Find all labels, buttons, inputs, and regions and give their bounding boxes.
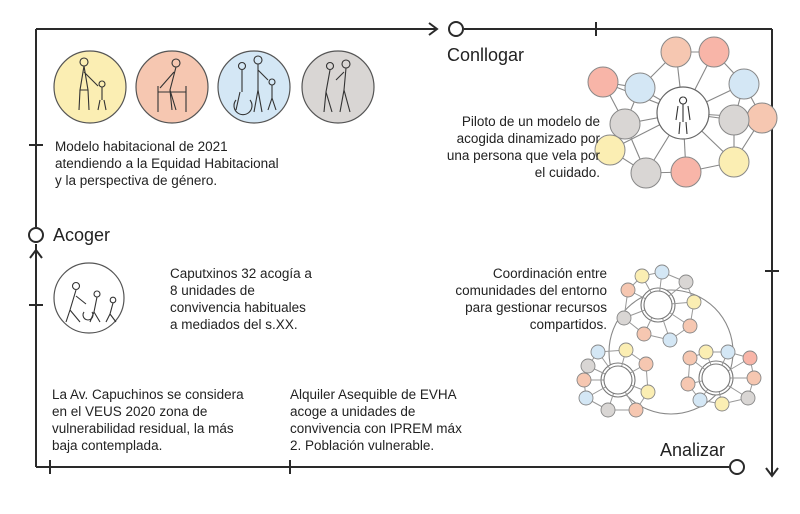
alquiler-text: Alquiler Asequible de EVHA acoge a unida… (290, 387, 462, 453)
mother-child-figure-icon (53, 50, 127, 124)
network-node (594, 134, 626, 166)
network-node (628, 402, 644, 418)
coordinacion-text: Coordinación entre comunidades del entor… (455, 266, 607, 332)
network-node (680, 376, 696, 392)
conllogar-label: Conllogar (447, 45, 525, 65)
family-wheelchair-figure-icon (217, 50, 291, 124)
network-node (682, 318, 698, 334)
family-group-figure-icon (53, 262, 125, 334)
network-node (576, 372, 592, 388)
network-node (740, 390, 756, 406)
modelo-text: Modelo habitacional de 2021 atendiendo a… (55, 139, 279, 188)
network-node (698, 344, 714, 360)
network-node (714, 396, 730, 412)
right-arrow-head (765, 467, 779, 478)
network-node (618, 342, 634, 358)
network-node (630, 157, 662, 189)
community-network-diagram (576, 264, 762, 418)
network-node (662, 332, 678, 348)
network-node (634, 268, 650, 284)
network-node (636, 326, 652, 342)
network-node (580, 358, 596, 374)
network-node (640, 384, 656, 400)
acoger-node (28, 227, 44, 243)
network-node (720, 344, 736, 360)
network-node (620, 282, 636, 298)
network-node (578, 390, 594, 406)
network-node (678, 274, 694, 290)
elderly-couple-figure-icon (301, 50, 375, 124)
network-node (600, 402, 616, 418)
top-arrow-head (428, 22, 439, 36)
network-node (654, 264, 670, 280)
network-node (718, 146, 750, 178)
cycle-frame (29, 22, 779, 478)
network-node (686, 294, 702, 310)
household-illustrations (53, 50, 375, 124)
caputxinos-text: Caputxinos 32 acogía a 8 unidades de con… (170, 266, 312, 332)
network-node (670, 156, 702, 188)
network-node (742, 350, 758, 366)
network-node (718, 104, 750, 136)
av-capuchinos-text: La Av. Capuchinos se considera en el VEU… (52, 387, 244, 453)
network-node (698, 36, 730, 68)
left-arrow-head (29, 248, 43, 259)
network-node (590, 344, 606, 360)
network-node (660, 36, 692, 68)
piloto-text: Piloto de un modelo de acogida dinamizad… (446, 114, 600, 180)
network-node (746, 102, 778, 134)
network-node (638, 356, 654, 372)
analizar-node (729, 459, 745, 475)
network-node (746, 370, 762, 386)
network-node (587, 66, 619, 98)
network-node (609, 108, 641, 140)
care-network-diagram (587, 36, 778, 189)
family-group-illustration (53, 262, 125, 334)
network-node (728, 68, 760, 100)
conllogar-node (448, 21, 464, 37)
elderly-walker-figure-icon (135, 50, 209, 124)
acoger-label: Acoger (53, 225, 111, 245)
network-node (682, 350, 698, 366)
network-node (624, 72, 656, 104)
network-node (692, 392, 708, 408)
analizar-label: Analizar (660, 440, 726, 460)
network-node (616, 310, 632, 326)
